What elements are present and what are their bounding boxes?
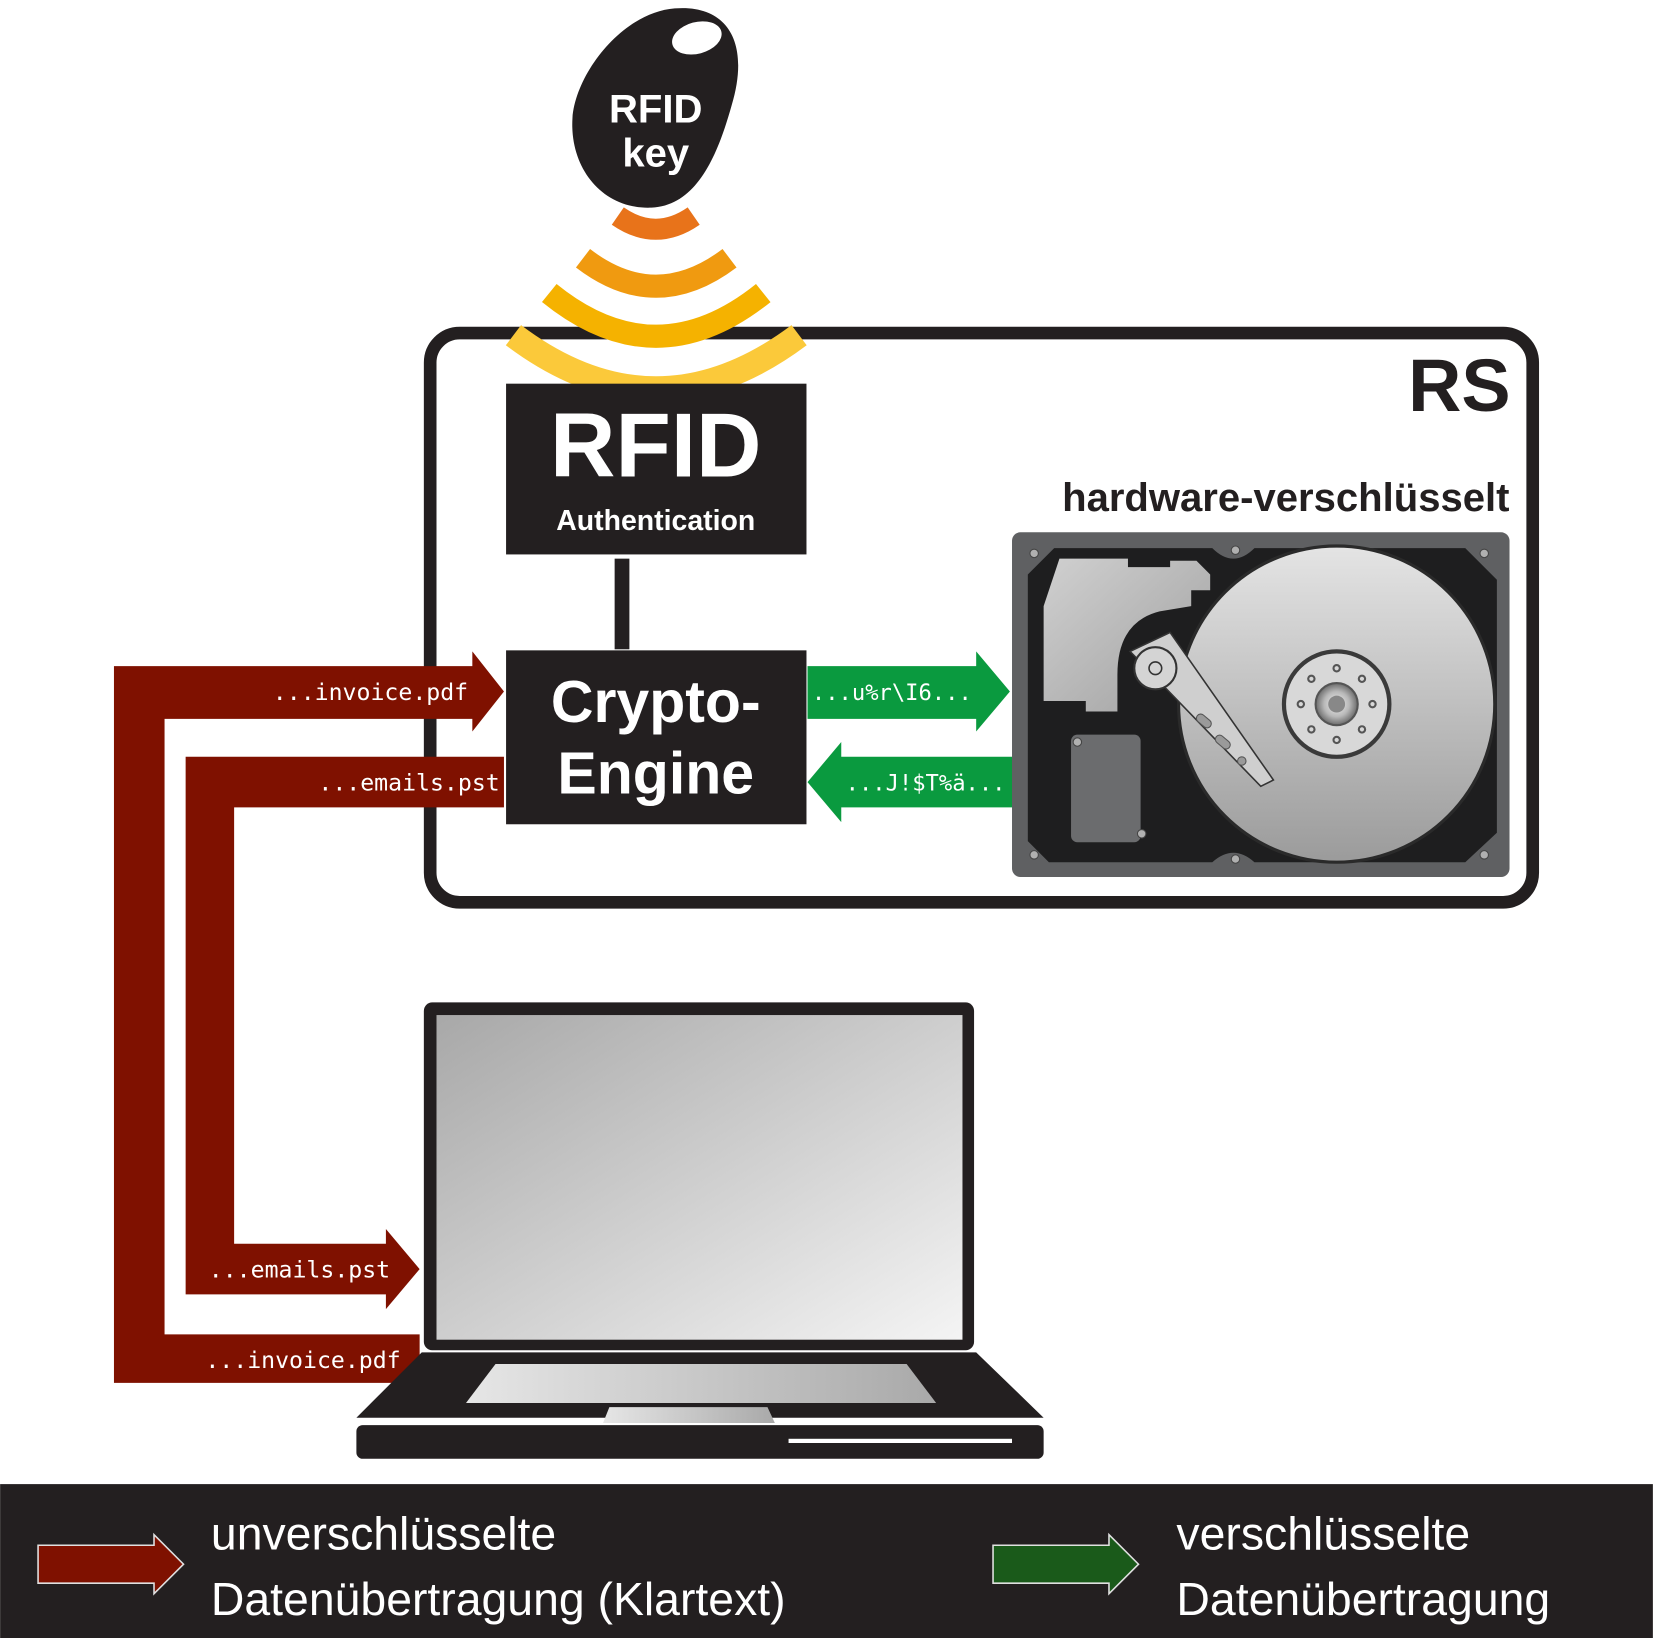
device-enclosure <box>423 326 1540 909</box>
legend-unencrypted-arrow-icon <box>37 1532 185 1596</box>
rfid-key-label-line2: key <box>622 132 690 176</box>
plaintext-label-from-laptop: ...invoice.pdf <box>205 1347 400 1374</box>
legend-unencrypted-line1: unverschlüsselte <box>211 1507 556 1559</box>
rfid-auth-subtitle: Authentication <box>556 505 755 537</box>
encrypted-label-to-disk: ...u%r\I6... <box>812 680 972 706</box>
legend-bar: unverschlüsselte Datenübertragung (Klart… <box>0 1484 1653 1638</box>
rfid-signal-waves-icon <box>505 207 807 402</box>
plaintext-arrow-to-engine <box>113 651 504 1383</box>
encrypted-arrow-to-disk <box>807 651 1010 732</box>
device-brand-label: RS <box>1408 344 1510 427</box>
encrypted-label-from-disk: ...J!$T%ä... <box>846 771 1006 797</box>
legend-encrypted-line1: verschlüsselte <box>1176 1507 1470 1559</box>
plaintext-label-from-engine: ...emails.pst <box>318 770 499 797</box>
plaintext-label-to-laptop: ...emails.pst <box>209 1257 390 1284</box>
laptop-icon <box>356 1002 1044 1459</box>
crypto-engine-line2: Engine <box>557 741 754 807</box>
key-fob-hole-icon <box>672 21 722 55</box>
plaintext-flow-inner <box>185 756 504 1310</box>
plaintext-label-to-engine: ...invoice.pdf <box>273 679 468 706</box>
encrypted-arrow-from-disk <box>807 742 1015 823</box>
rfid-auth-title: RFID <box>550 395 761 496</box>
legend-unencrypted-line2: Datenübertragung (Klartext) <box>211 1573 786 1625</box>
crypto-engine-line1: Crypto- <box>551 669 761 735</box>
crypto-engine-block: Crypto- Engine <box>506 650 807 825</box>
rfid-authentication-block: RFID Authentication <box>506 383 807 555</box>
rfid-key-fob: RFID key <box>572 8 739 208</box>
rfid-key-label-line1: RFID <box>609 87 702 131</box>
key-fob-body-icon <box>572 8 739 208</box>
legend-encrypted-line2: Datenübertragung <box>1176 1573 1550 1625</box>
auth-to-engine-connector <box>614 558 630 650</box>
hard-disk-icon <box>1012 532 1510 877</box>
plaintext-arrow-to-laptop <box>185 756 504 1310</box>
laptop-screen <box>436 1015 963 1340</box>
plaintext-flow-outer <box>113 651 504 1383</box>
device-subtitle: hardware-verschlüsselt <box>1062 476 1509 520</box>
legend-encrypted-arrow-icon <box>992 1532 1140 1596</box>
